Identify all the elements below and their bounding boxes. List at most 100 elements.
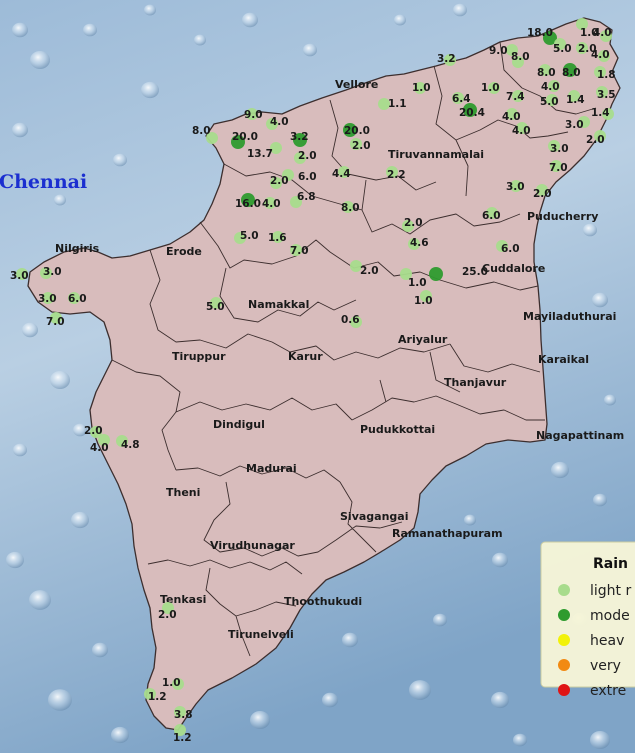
rain-station-value: 1.0 xyxy=(481,82,500,94)
rain-station: 5.0 xyxy=(540,94,559,108)
rain-station: 2.0 xyxy=(533,184,552,200)
rain-station-dot xyxy=(90,426,102,438)
district-label: Dindigul xyxy=(213,418,265,431)
rain-station-dot xyxy=(290,244,302,256)
rain-station: 2.0 xyxy=(158,602,177,621)
raindrop xyxy=(54,194,66,206)
rain-station: 8.0 xyxy=(562,63,581,79)
district-label: Mayiladuthurai xyxy=(523,310,616,323)
rain-station-dot xyxy=(206,132,218,144)
rain-station-dot xyxy=(463,103,477,117)
rain-station: 1.0 xyxy=(414,290,433,307)
rain-station-value: 6.0 xyxy=(501,243,520,255)
rain-station-dot xyxy=(420,290,432,302)
rain-station-dot xyxy=(264,197,276,209)
rain-station-value: 1.8 xyxy=(597,69,616,81)
rain-station: 4.0 xyxy=(502,108,521,123)
legend-swatch xyxy=(558,659,570,671)
rain-station: 1.0 xyxy=(412,82,431,94)
rain-station-dot xyxy=(386,166,398,178)
rain-station: 6.0 xyxy=(68,292,87,305)
rain-station: 6.0 xyxy=(482,207,501,222)
rain-station-value: 20.4 xyxy=(459,107,485,119)
district-label: Sivagangai xyxy=(340,510,408,523)
rain-station: 20.4 xyxy=(459,103,485,119)
rain-station: 7.0 xyxy=(290,244,309,257)
rain-station-dot xyxy=(536,184,548,196)
raindrop xyxy=(113,153,127,167)
rain-station: 1.4 xyxy=(566,90,585,106)
raindrop xyxy=(604,394,616,406)
raindrop xyxy=(141,81,159,99)
rain-station-dot xyxy=(270,177,282,189)
rain-station-value: 2.0 xyxy=(404,217,423,229)
rain-station-dot xyxy=(539,64,551,76)
rain-station-dot xyxy=(516,122,528,134)
legend-item: mode xyxy=(558,608,630,624)
rain-station-value: 4.0 xyxy=(262,198,281,210)
rain-station-dot xyxy=(16,268,28,280)
rain-station-value: 7.0 xyxy=(46,316,65,328)
rain-station-dot xyxy=(342,201,354,213)
rain-station: 2.0 xyxy=(350,138,371,152)
district-label: Puducherry xyxy=(527,210,598,223)
rain-station-value: 1.2 xyxy=(173,732,192,744)
rain-station: 25.0 xyxy=(429,266,488,281)
rain-station-dot xyxy=(578,116,590,128)
rain-station-dot xyxy=(452,92,464,104)
rain-station: 1.8 xyxy=(594,66,616,81)
rain-station: 4.0 xyxy=(262,197,281,210)
rain-station: 7.4 xyxy=(506,90,525,103)
legend-label: heav xyxy=(590,633,624,649)
rain-station: 4.0 xyxy=(90,434,110,454)
rain-station-dot xyxy=(116,435,128,447)
city-label-chennai: Chennai xyxy=(0,171,87,193)
rain-station-dot xyxy=(444,54,456,66)
rain-station: 3.0 xyxy=(565,116,590,131)
rain-station: 1.2 xyxy=(144,688,167,703)
rain-station: 8.0 xyxy=(192,125,218,144)
rain-station-value: 20.0 xyxy=(344,125,370,137)
rain-station-value: 3.5 xyxy=(597,89,616,101)
rain-station-value: 7.0 xyxy=(549,162,568,174)
rain-station-dot xyxy=(210,297,222,309)
raindrop xyxy=(590,731,610,749)
rain-station-dot xyxy=(596,86,608,98)
rain-station: 4.0 xyxy=(266,116,289,130)
raindrop xyxy=(250,711,270,729)
rain-station-dot xyxy=(350,138,362,150)
rain-station: 3.5 xyxy=(596,86,616,101)
rain-station-value: 3.2 xyxy=(437,53,456,65)
rain-station-value: 8.0 xyxy=(537,67,556,79)
district-label: Namakkal xyxy=(248,298,309,311)
raindrop xyxy=(111,726,129,744)
raindrop xyxy=(491,691,509,709)
rain-station-value: 5.0 xyxy=(540,96,559,108)
rain-station: 1.1 xyxy=(378,98,407,110)
rain-station: 2.2 xyxy=(386,166,406,181)
rain-station-dot xyxy=(174,706,186,718)
rain-station-dot xyxy=(162,602,174,614)
rain-station-dot xyxy=(144,688,156,700)
rain-station-value: 5.0 xyxy=(240,230,259,242)
raindrop xyxy=(92,642,108,658)
rain-station-value: 13.7 xyxy=(247,148,273,160)
rain-station: 1.0 xyxy=(162,677,184,690)
rain-station: 2.0 xyxy=(586,130,606,146)
raindrop xyxy=(433,613,447,627)
rain-station-value: 2.2 xyxy=(387,169,406,181)
raindrop xyxy=(513,733,527,747)
rain-station-dot xyxy=(546,94,558,106)
district-label: Ariyalur xyxy=(398,333,448,346)
rain-station: 1.2 xyxy=(173,724,192,744)
rain-station-value: 6.0 xyxy=(482,210,501,222)
rain-station-value: 6.4 xyxy=(452,93,471,105)
rain-station: 3.2 xyxy=(290,131,309,147)
rain-station-dot xyxy=(429,267,443,281)
district-label: Nilgiris xyxy=(55,242,100,255)
raindrop xyxy=(30,51,50,69)
rain-station: 9.0 xyxy=(244,108,263,121)
raindrop xyxy=(342,632,358,648)
rain-station-value: 4.0 xyxy=(593,27,612,39)
